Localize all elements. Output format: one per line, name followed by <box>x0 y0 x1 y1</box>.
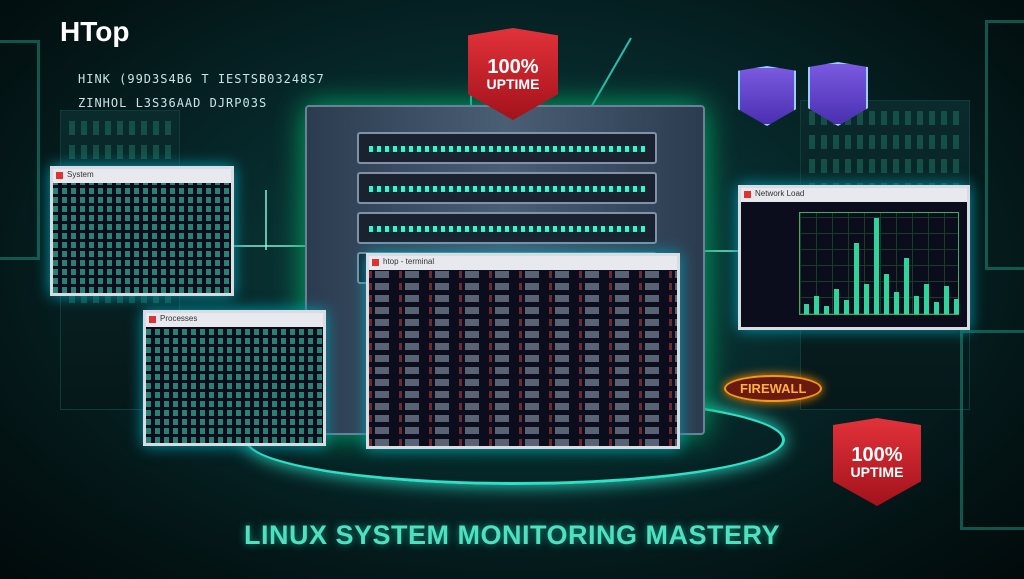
window-title: System <box>53 169 231 183</box>
shield-percent: 100% <box>851 444 903 466</box>
circuit-left <box>0 40 40 260</box>
chart-bar <box>884 273 889 314</box>
window-system[interactable]: System <box>50 166 234 296</box>
chart-bar <box>934 301 939 314</box>
header-code-line-2: ZINHOL L3S36AAD DJRP03S <box>78 96 268 110</box>
chart-bar <box>844 299 849 314</box>
connector-line <box>700 250 740 252</box>
chart-bar <box>944 285 949 314</box>
shield-percent: 100% <box>487 56 539 78</box>
window-network-chart[interactable]: Network Load <box>738 185 970 330</box>
chart-bar <box>914 295 919 314</box>
chart-bar <box>904 258 909 314</box>
window-title: Network Load <box>741 188 967 202</box>
circuit-right-bottom <box>960 330 1024 530</box>
window-processes[interactable]: Processes <box>143 310 326 446</box>
page-title: LINUX SYSTEM MONITORING MASTERY <box>243 520 781 550</box>
header-code-line-1: HINK (99D3S4B6 T IESTSB03248S7 <box>78 72 325 86</box>
window-terminal[interactable]: htop - terminal <box>366 253 680 449</box>
connector-line <box>232 245 312 247</box>
chart-bar <box>824 305 829 314</box>
chart-bar <box>924 283 929 314</box>
chart-bar <box>854 243 859 314</box>
bar-chart <box>799 212 959 315</box>
shield-label: UPTIME <box>486 76 540 92</box>
htop-logo: HTop <box>60 16 130 47</box>
window-title: Processes <box>146 313 323 327</box>
chart-bar <box>834 288 839 314</box>
shield-label: UPTIME <box>850 464 904 480</box>
connector-line <box>265 190 267 250</box>
chart-bar <box>954 298 959 314</box>
window-title: htop - terminal <box>369 256 677 270</box>
security-shield-icon <box>738 66 796 126</box>
firewall-badge: FIREWALL <box>724 375 823 402</box>
chart-bar <box>894 291 899 314</box>
chart-bar <box>814 295 819 314</box>
chart-bar <box>864 283 869 314</box>
chart-bar <box>874 218 879 314</box>
chart-bar <box>804 303 809 314</box>
circuit-right <box>985 20 1024 270</box>
uptime-shield-bottom: 100% UPTIME <box>833 418 921 506</box>
